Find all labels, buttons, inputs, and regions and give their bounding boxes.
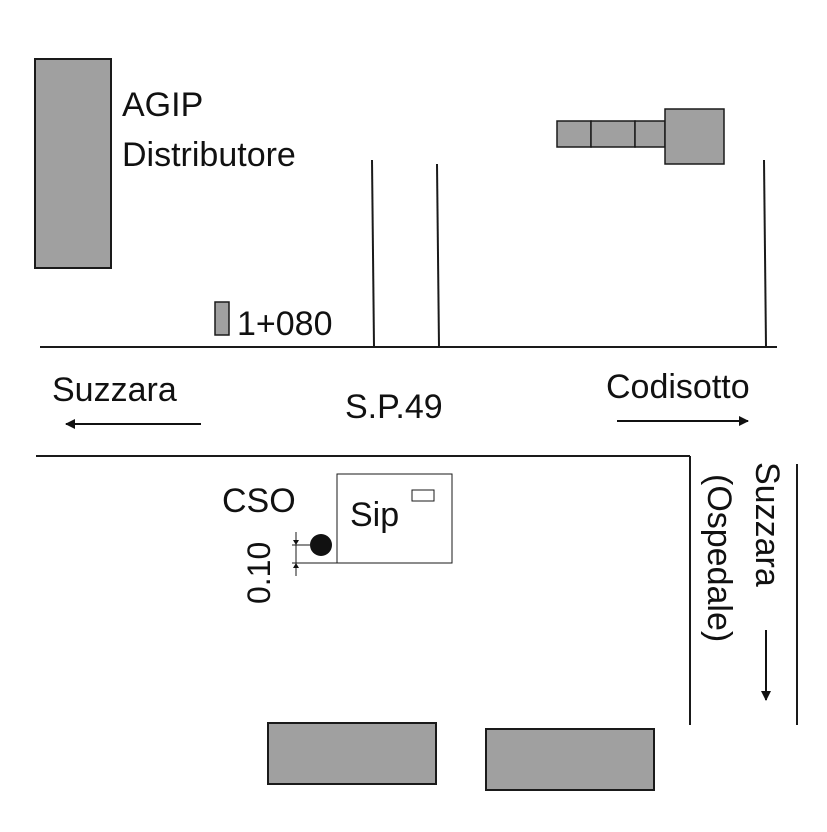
kilometer-marker-label: 1+080: [237, 305, 333, 343]
offset-dimension-marks: [292, 532, 337, 576]
offset-dimension-label: 0.10: [241, 542, 277, 604]
station-name-line1: AGIP: [122, 86, 203, 124]
sip-cabinet: [336, 473, 453, 564]
road-name-label: S.P.49: [345, 388, 443, 426]
lane-line-1: [371, 159, 375, 348]
lane-line-3: [763, 159, 767, 348]
direction-south-label-line2: (Ospedale): [700, 474, 738, 642]
building-bottom-right: [485, 728, 655, 791]
sip-cabinet-small-box: [411, 489, 435, 502]
building-segment-4: [664, 108, 725, 165]
agip-station-building: [34, 58, 112, 269]
direction-east-label: Codisotto: [606, 368, 750, 406]
building-segment-2: [590, 120, 636, 148]
building-bottom-left: [267, 722, 437, 785]
direction-west-label: Suzzara: [52, 371, 177, 409]
building-segment-3: [634, 120, 666, 148]
station-name-line2: Distributore: [122, 136, 296, 174]
cabinet-label: Sip: [350, 496, 399, 534]
direction-south-label-line1: Suzzara: [748, 462, 786, 587]
building-cluster-top-right: [556, 108, 725, 165]
point-label: CSO: [222, 482, 296, 520]
cso-point: [310, 534, 332, 556]
building-segment-1: [556, 120, 592, 148]
lane-line-2: [436, 163, 440, 348]
kilometer-marker-post: [214, 301, 230, 336]
